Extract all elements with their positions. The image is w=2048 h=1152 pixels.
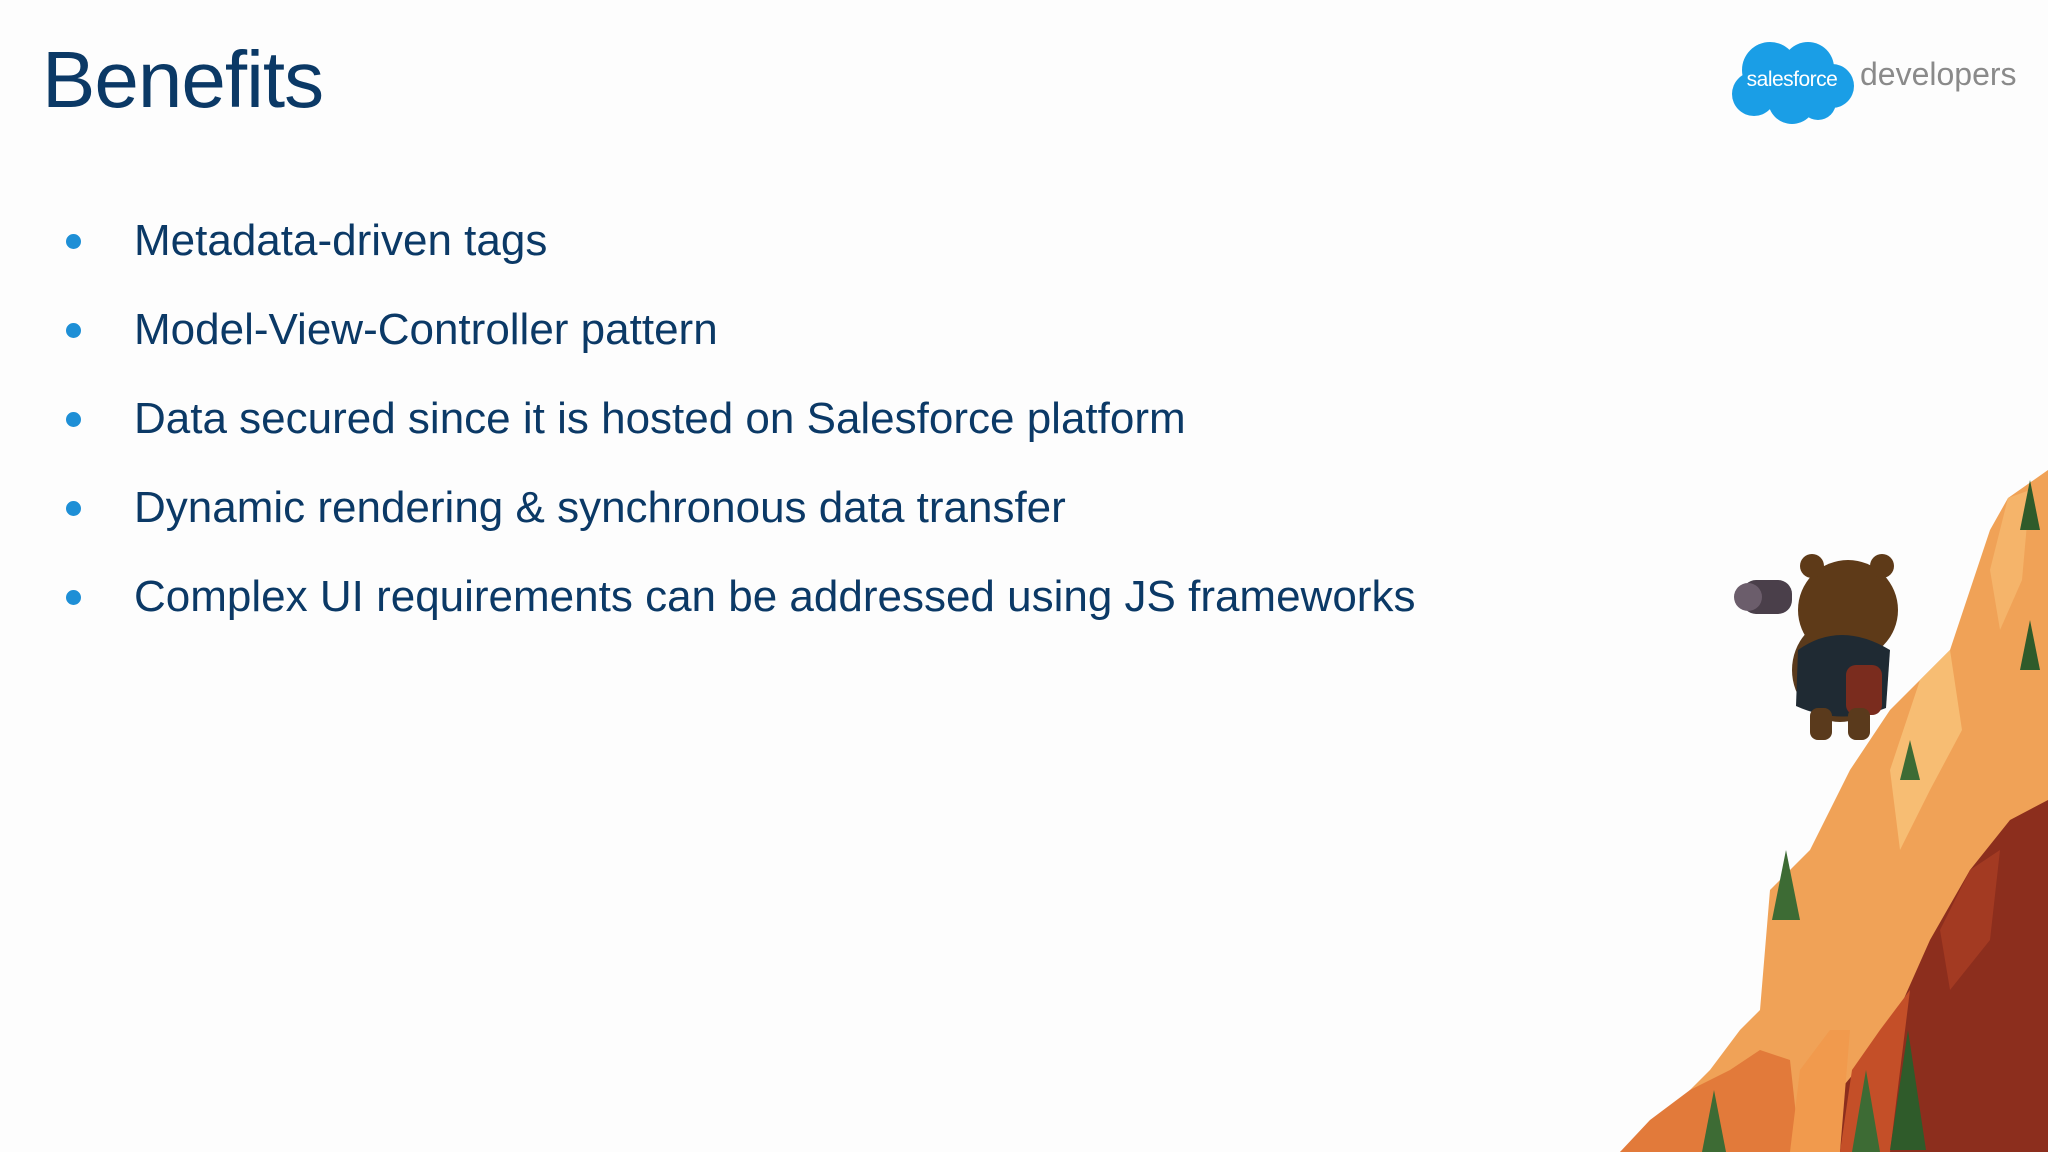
mountain-highlight <box>1990 490 2030 630</box>
bullet-text: Model-View-Controller pattern <box>134 305 718 354</box>
mascot-ear <box>1870 554 1894 578</box>
salesforce-developers-logo: salesforce developers <box>1730 38 2017 128</box>
tree-icon <box>1772 850 1800 920</box>
bullet-dot-icon <box>66 501 81 516</box>
bullet-text: Complex UI requirements can be addressed… <box>134 572 1416 621</box>
bullet-dot-icon <box>66 590 81 605</box>
mascot-leg <box>1810 708 1832 740</box>
bullet-dot-icon <box>66 234 81 249</box>
tree-icon <box>1852 1070 1880 1152</box>
slide-title: Benefits <box>42 35 324 124</box>
bullet-text: Dynamic rendering & synchronous data tra… <box>134 483 1066 532</box>
mascot-backpack <box>1846 665 1882 715</box>
mascot-head <box>1798 560 1898 660</box>
bullet-text: Data secured since it is hosted on Sales… <box>134 394 1186 443</box>
bullet-dot-icon <box>66 412 81 427</box>
mountain-ledge <box>1790 1030 1850 1152</box>
tree-icon <box>1900 740 1920 780</box>
tree-icon <box>1702 1090 1726 1152</box>
salesforce-cloud-icon <box>1732 42 1854 124</box>
mountain-dark-rock <box>1940 850 2000 990</box>
binoculars-lens-icon <box>1734 583 1762 611</box>
mountain-shadow <box>1840 990 1910 1152</box>
mountain-ledge <box>1620 1050 1800 1152</box>
bullet-text: Metadata-driven tags <box>134 216 548 265</box>
mountain-highlight <box>1890 650 1962 850</box>
tree-icon <box>2020 480 2040 530</box>
bullet-dot-icon <box>66 323 81 338</box>
tree-icon <box>2020 620 2040 670</box>
mascot-ear <box>1800 554 1824 578</box>
tree-icon <box>1890 1030 1926 1150</box>
logo-suffix-text: developers <box>1860 56 2017 92</box>
logo-cloud-text: salesforce <box>1746 68 1838 91</box>
mascot-mountain-illustration <box>1620 470 2048 1152</box>
mascot-leg <box>1848 708 1870 740</box>
